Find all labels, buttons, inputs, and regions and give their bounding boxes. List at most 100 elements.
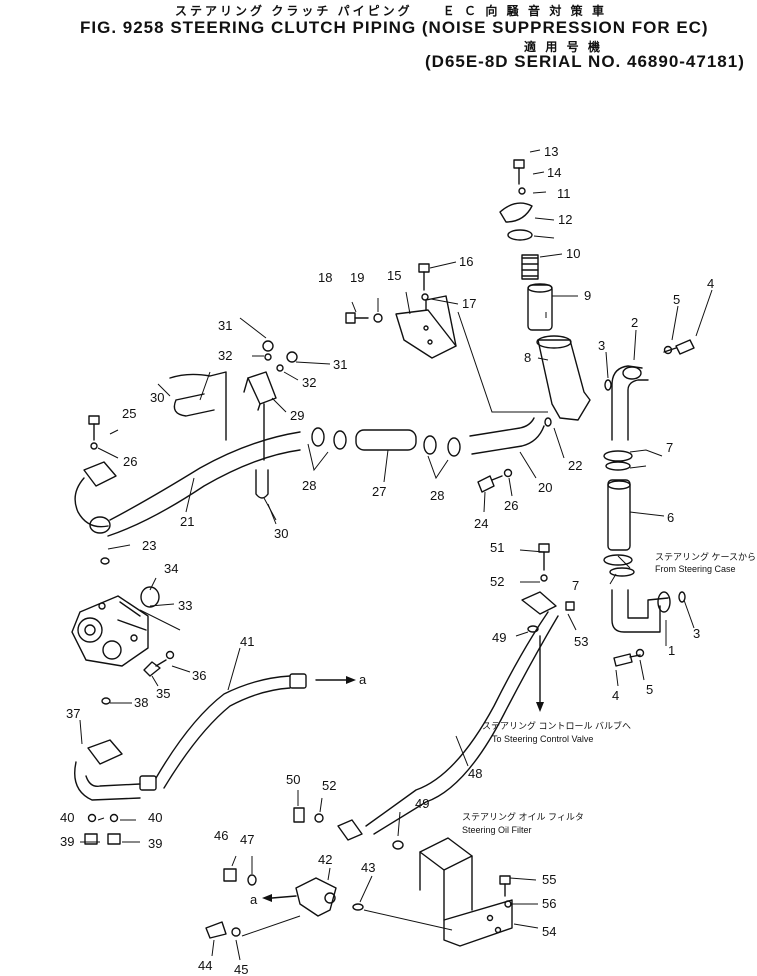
- oring-3-lower: [678, 591, 686, 603]
- callout-24: 24: [474, 516, 488, 531]
- callout-43: 43: [361, 860, 375, 875]
- elbow-42: [295, 877, 337, 917]
- washer-19: [373, 313, 383, 323]
- bolt-16: [418, 263, 430, 291]
- callout-49: 49: [492, 630, 506, 645]
- callout-23: 23: [142, 538, 156, 553]
- note-oil-filter: Steering Oil Filter: [462, 825, 532, 835]
- callout-4: 4: [612, 688, 619, 703]
- plug-53: [565, 601, 575, 611]
- callout-30: 30: [150, 390, 164, 405]
- bolt-55: [499, 875, 511, 897]
- callout-7: 7: [572, 578, 579, 593]
- callout-46: 46: [214, 828, 228, 843]
- callout-14: 14: [547, 165, 561, 180]
- callout-40: 40: [148, 810, 162, 825]
- hose-41: [155, 673, 307, 789]
- callout-27: 27: [372, 484, 386, 499]
- arrow-a-upper: [315, 676, 356, 684]
- annotations: ステアリング ケースから From Steering Case ステアリング コ…: [462, 551, 756, 835]
- u-bolt-30-lower: [255, 469, 269, 499]
- callout-42: 42: [318, 852, 332, 867]
- callout-38: 38: [134, 695, 148, 710]
- callout-44: 44: [198, 958, 212, 973]
- callout-21: 21: [180, 514, 194, 529]
- callout-26: 26: [123, 454, 137, 469]
- callout-5: 5: [673, 292, 680, 307]
- hose-6: [607, 479, 631, 551]
- washer-40-right: [109, 813, 119, 823]
- callout-3: 3: [598, 338, 605, 353]
- callout-12: 12: [558, 212, 572, 227]
- callout-26: 26: [504, 498, 518, 513]
- bolt-18: [345, 312, 369, 324]
- leader-33-pump: [139, 609, 181, 631]
- filter-bracket-54: [419, 837, 513, 947]
- callout-2: 2: [631, 315, 638, 330]
- washer-5-upper: [663, 345, 673, 355]
- clamp-7-lower: [603, 554, 635, 577]
- callout-30: 30: [274, 526, 288, 541]
- callout-39: 39: [148, 836, 162, 851]
- washer-26-center: [503, 468, 513, 478]
- leader-lines: [79, 149, 713, 961]
- clamp-28-right: [423, 435, 461, 457]
- callout-36: 36: [192, 668, 206, 683]
- nut-31-upper: [262, 340, 274, 352]
- callout-labels: 1 2 3 3 4 4 5 5 6 7 7 8 9 10 11 12 13 14…: [60, 144, 714, 976]
- hose-27: [355, 429, 417, 451]
- callout-39: 39: [60, 834, 74, 849]
- callout-29: 29: [290, 408, 304, 423]
- oring-22: [544, 417, 552, 427]
- washer-14: [518, 187, 526, 195]
- pipe-2: [611, 365, 649, 441]
- callout-31: 31: [218, 318, 232, 333]
- clamp-28-left: [311, 427, 347, 450]
- callout-48: 48: [468, 766, 482, 781]
- leader-45-42: [241, 915, 301, 937]
- note-steering-case: From Steering Case: [655, 564, 736, 574]
- bolt-25: [88, 415, 100, 441]
- callout-5: 5: [646, 682, 653, 697]
- callout-40: 40: [60, 810, 74, 825]
- callout-54: 54: [542, 924, 556, 939]
- pipe-clamp-upper: [169, 371, 227, 441]
- hose-21: [107, 431, 301, 537]
- callout-49: 49: [415, 796, 429, 811]
- oring-38: [101, 697, 111, 705]
- callout-1: 1: [668, 643, 675, 658]
- pipe-20: [469, 417, 545, 455]
- callout-16: 16: [459, 254, 473, 269]
- bolt-35: [143, 659, 167, 677]
- callout-45: 45: [234, 962, 248, 976]
- callout-6: 6: [667, 510, 674, 525]
- oring-23: [100, 557, 110, 565]
- washer-40-left: [87, 813, 97, 823]
- washer-32-upper: [264, 353, 272, 361]
- note-control-valve: To Steering Control Valve: [492, 734, 593, 744]
- block-52-upper-fitting: [521, 591, 557, 615]
- callout-33: 33: [178, 598, 192, 613]
- callout-20: 20: [538, 480, 552, 495]
- serial-range: (D65E-8D SERIAL NO. 46890-47181): [425, 52, 745, 71]
- figure-title-japanese: ステアリング クラッチ パイピング Ｅ Ｃ 向 騒 音 対 策 車: [175, 4, 608, 18]
- callout-32: 32: [302, 375, 316, 390]
- callout-53: 53: [574, 634, 588, 649]
- callout-55: 55: [542, 872, 556, 887]
- leader-43-filter: [363, 909, 453, 931]
- bracket-29: [243, 371, 277, 411]
- washer-52-upper: [540, 574, 548, 582]
- bolt-13: [513, 159, 525, 185]
- callout-13: 13: [544, 144, 558, 159]
- callout-41: 41: [240, 634, 254, 649]
- elbow-37: [74, 739, 141, 801]
- callout-52: 52: [322, 778, 336, 793]
- spring-10: [521, 254, 539, 280]
- serial-label-japanese: 適 用 号 機: [524, 40, 604, 54]
- washer-52-lower: [314, 813, 324, 823]
- washer-32-right: [276, 364, 284, 372]
- oring-49-upper: [527, 625, 539, 633]
- callout-a: a: [250, 892, 258, 907]
- callout-9: 9: [584, 288, 591, 303]
- callout-56: 56: [542, 896, 556, 911]
